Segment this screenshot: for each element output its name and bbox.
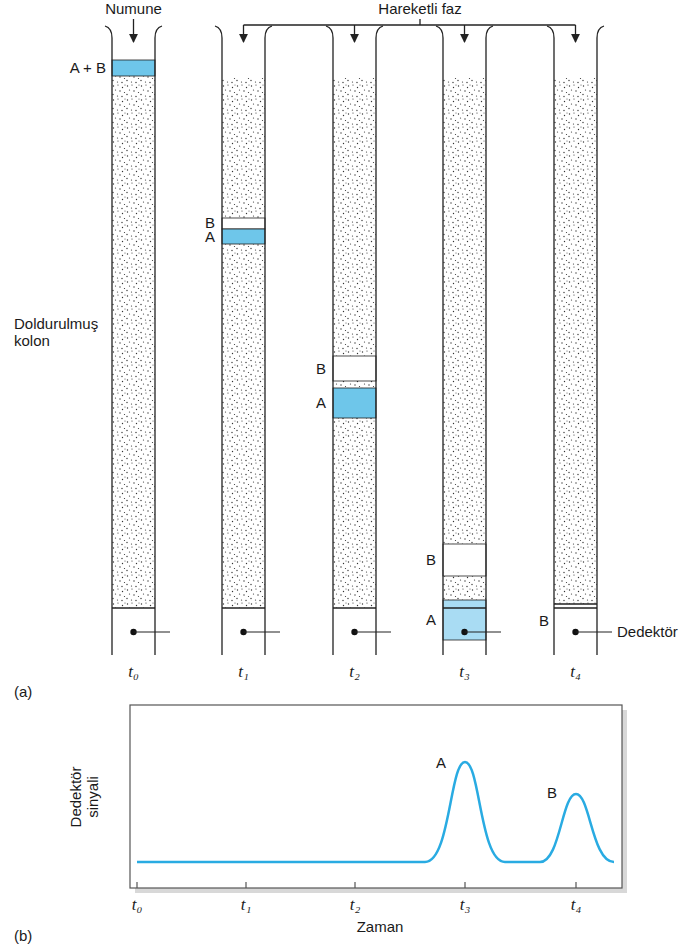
peak-label: A xyxy=(436,754,446,771)
band-label: A xyxy=(426,611,436,628)
band-label: A xyxy=(205,228,215,245)
packed-column xyxy=(547,26,612,655)
band-label: A xyxy=(316,394,326,411)
time-label: t₁ xyxy=(238,662,249,682)
packed-column xyxy=(105,26,170,655)
detector-label: Dedektör xyxy=(617,623,678,640)
time-label: t₃ xyxy=(459,662,470,682)
time-label: t₂ xyxy=(349,662,360,682)
band-label: B xyxy=(316,360,326,377)
axis-tick-label: t₄ xyxy=(571,895,582,915)
time-label: t₀ xyxy=(128,662,139,682)
mobile-phase-bracket xyxy=(244,19,576,42)
panel-label: (b) xyxy=(14,927,32,944)
peak-label: B xyxy=(547,784,557,801)
sample-label: Numune xyxy=(105,0,162,17)
axis-tick-label: t₁ xyxy=(241,895,252,915)
packed-column xyxy=(436,26,501,655)
axis-tick-label: t₃ xyxy=(460,895,471,915)
packed-column xyxy=(326,26,391,655)
band-label: B xyxy=(426,551,436,568)
panel-label: (a) xyxy=(14,683,32,700)
column-label: Doldurulmuş kolon xyxy=(14,315,110,350)
axis-tick-label: t₂ xyxy=(350,895,361,915)
detector-chart xyxy=(130,705,627,893)
axis-label: Zaman xyxy=(357,918,404,935)
packed-column xyxy=(215,26,280,655)
band-label: B xyxy=(539,612,549,629)
sample-arrow xyxy=(133,19,134,42)
signal-trace xyxy=(137,762,614,862)
band-label: A + B xyxy=(70,59,106,76)
axis-tick-label: t₀ xyxy=(132,895,143,915)
axis-label: Dedektör sinyali xyxy=(67,757,102,837)
mobile-phase-label: Hareketli faz xyxy=(378,0,461,17)
time-label: t₄ xyxy=(570,662,581,682)
